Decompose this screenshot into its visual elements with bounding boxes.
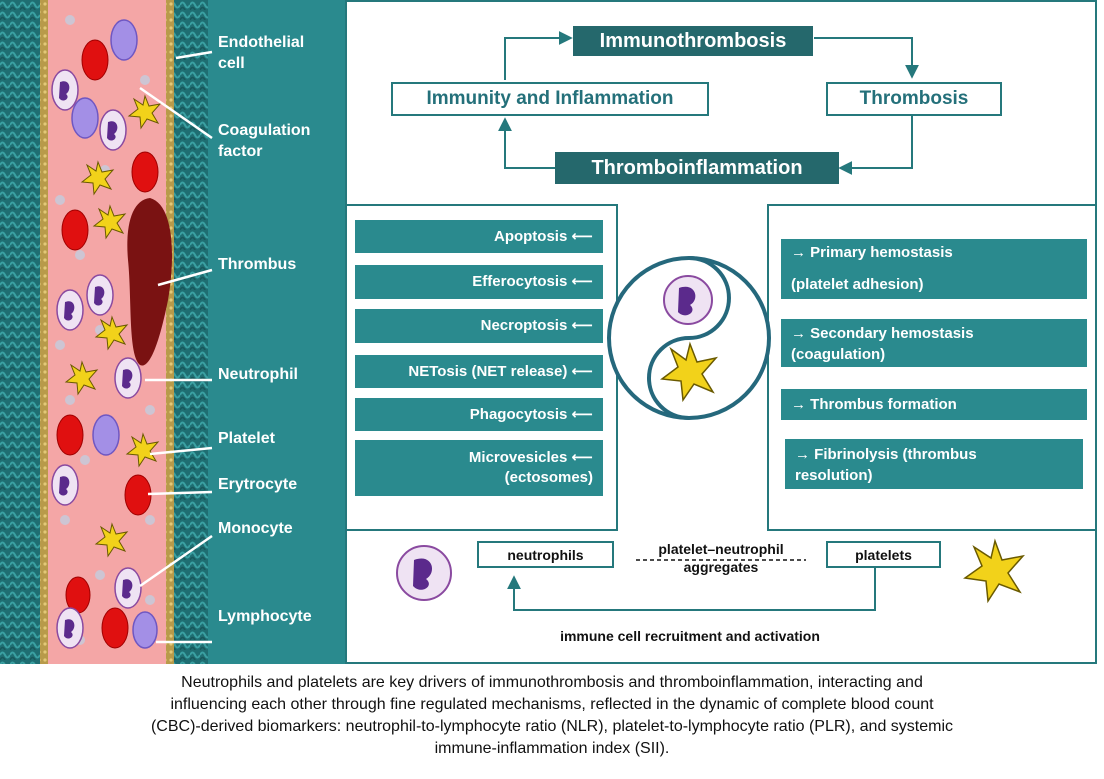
mech-microvesicles: Microvesicles ⟵ (ectosomes) bbox=[355, 440, 603, 496]
neutrophils bbox=[51, 69, 142, 649]
mech-fibrinolysis: → Fibrinolysis (thrombus resolution) bbox=[785, 439, 1083, 489]
caption-line: immune-inflammation index (SII). bbox=[434, 740, 670, 757]
label-immune-cell-recruitment: immune cell recruitment and activation bbox=[560, 628, 820, 644]
label-thrombus: Thrombus bbox=[218, 256, 297, 273]
endothelium-left bbox=[40, 0, 48, 664]
box-thrombosis: Thrombosis bbox=[826, 82, 1002, 116]
mech-apoptosis: Apoptosis ⟵ bbox=[355, 220, 603, 253]
label-monocyte: Monocyte bbox=[218, 520, 293, 537]
pointer-lines bbox=[139, 50, 213, 644]
mech-thrombus-formation: → Thrombus formation bbox=[781, 389, 1087, 420]
neutrophil-cell-bottom bbox=[396, 545, 452, 601]
caption-line: (CBC)-derived biomarkers: neutrophil-to-… bbox=[150, 718, 954, 735]
box-immunity-inflammation: Immunity and Inflammation bbox=[391, 82, 709, 116]
mech-primary-hemostasis: → Primary hemostasis (platelet adhesion) bbox=[781, 239, 1087, 299]
label-neutrophil: Neutrophil bbox=[218, 366, 298, 383]
label-erytrocyte: Erytrocyte bbox=[218, 476, 298, 493]
platelets bbox=[64, 94, 162, 558]
vessel-illustration bbox=[0, 0, 213, 664]
label-coagulation-factor: Coagulation factor bbox=[218, 122, 311, 160]
box-immunothrombosis: Immunothrombosis bbox=[573, 26, 813, 56]
vessel-wall-left bbox=[0, 0, 40, 664]
connectors bbox=[345, 31, 1097, 611]
box-thromboinflammation: Thromboinflammation bbox=[555, 152, 839, 184]
label-platelet-neutrophil-aggregates: platelet–neutrophil aggregates bbox=[658, 541, 784, 575]
thrombus-clot bbox=[127, 198, 173, 366]
figure-caption: Neutrophils and platelets are key driver… bbox=[0, 672, 1104, 760]
endothelium-right bbox=[166, 0, 174, 664]
label-endothelial-cell: Endothelial cell bbox=[218, 34, 305, 72]
yin-yang-symbol bbox=[607, 256, 771, 420]
mech-secondary-hemostasis: → Secondary hemostasis (coagulation) bbox=[781, 319, 1087, 367]
box-platelets: platelets bbox=[826, 541, 941, 568]
mech-phagocytosis: Phagocytosis ⟵ bbox=[355, 398, 603, 431]
mech-necroptosis: Necroptosis ⟵ bbox=[355, 309, 603, 343]
erythrocytes bbox=[56, 39, 159, 649]
caption-line: influencing each other through fine regu… bbox=[170, 696, 934, 713]
mech-netosis: NETosis (NET release) ⟵ bbox=[355, 355, 603, 388]
mech-efferocytosis: Efferocytosis ⟵ bbox=[355, 265, 603, 299]
label-platelet: Platelet bbox=[218, 430, 275, 447]
vessel-wall-right bbox=[174, 0, 208, 664]
box-neutrophils: neutrophils bbox=[477, 541, 614, 568]
lymphocytes bbox=[71, 19, 158, 649]
label-lymphocyte: Lymphocyte bbox=[218, 608, 312, 625]
platelet-cell-bottom bbox=[963, 538, 1026, 604]
caption-line: Neutrophils and platelets are key driver… bbox=[181, 674, 923, 691]
